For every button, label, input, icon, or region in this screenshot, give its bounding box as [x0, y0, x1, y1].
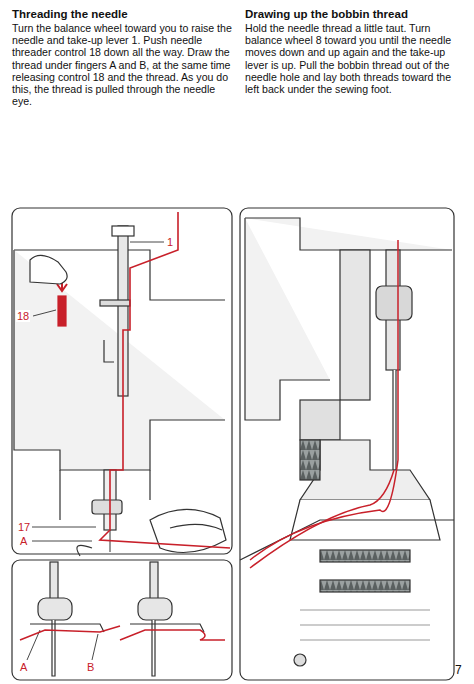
instruction-text: Turn the balance wheel toward you to rai…	[12, 22, 234, 107]
heading: Threading the needle	[12, 8, 237, 21]
page-number: 7	[455, 664, 462, 677]
callout-letter: A	[19, 661, 28, 673]
instruction-text: Turn the balance wheel toward you to rai…	[12, 22, 234, 107]
callout-letter: A	[19, 661, 28, 673]
callout-letter: B	[86, 661, 95, 673]
panel	[12, 208, 232, 554]
callout-number: 17	[17, 521, 31, 533]
callout-letter: A	[19, 535, 28, 547]
callout-number: 1	[166, 236, 174, 248]
callout-letter: A	[19, 535, 28, 547]
callout-letter: B	[86, 661, 95, 673]
panel	[240, 208, 454, 680]
heading: Threading the needle	[12, 8, 237, 21]
callout-number: 18	[16, 310, 30, 322]
callout-number: 18	[16, 310, 30, 322]
instruction-text: Hold the needle thread a little taut. Tu…	[245, 22, 467, 95]
page-number: 7	[455, 664, 462, 677]
heading: Drawing up the bobbin thread	[245, 8, 470, 21]
heading: Drawing up the bobbin thread	[245, 8, 470, 21]
panel	[12, 560, 232, 680]
callout-number: 1	[166, 236, 174, 248]
callout-number: 17	[17, 521, 31, 533]
instruction-text: Hold the needle thread a little taut. Tu…	[245, 22, 467, 95]
